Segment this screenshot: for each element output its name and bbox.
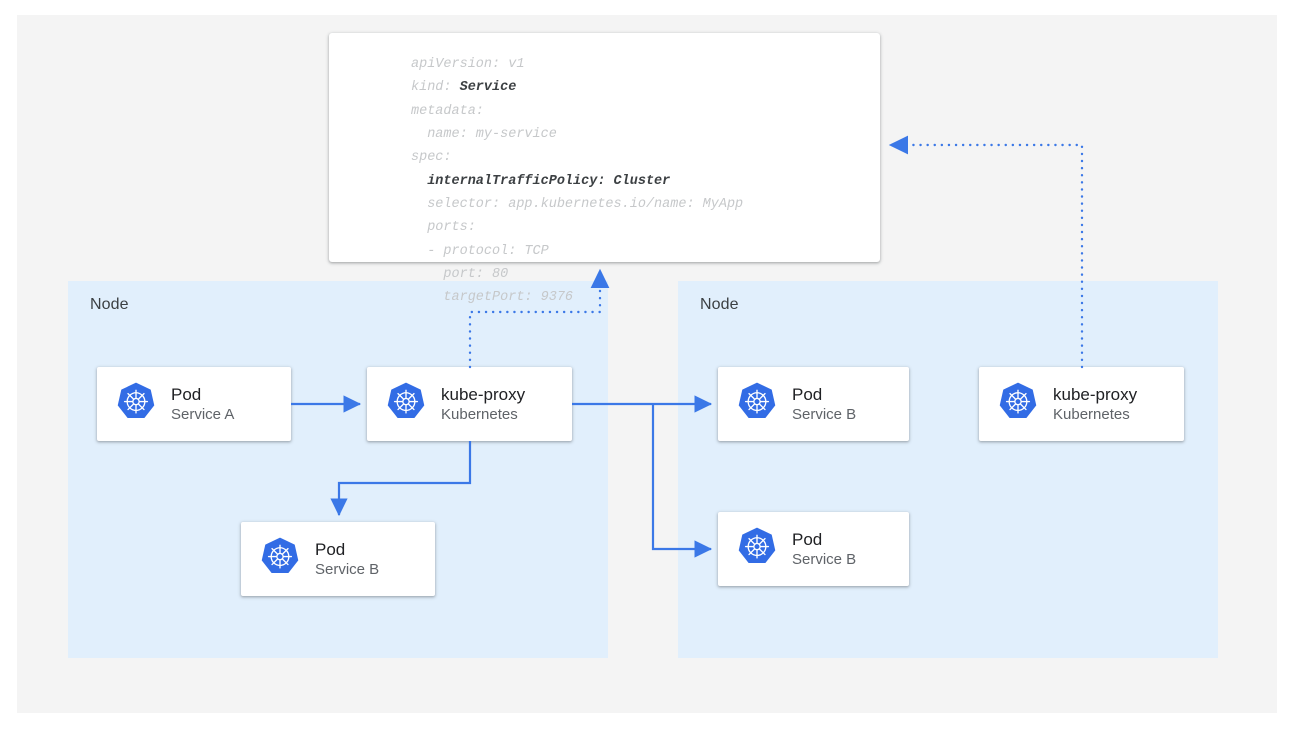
node-label-left: Node [90,296,129,313]
kubernetes-icon [736,526,778,573]
card-kube-proxy-right[interactable]: kube-proxy Kubernetes [979,367,1184,441]
node-label-right: Node [700,296,739,313]
card-pod-service-b-right-top[interactable]: Pod Service B [718,367,909,441]
card-title: Pod [792,384,823,404]
card-kube-proxy-left[interactable]: kube-proxy Kubernetes [367,367,572,441]
kubernetes-icon [385,381,427,428]
card-pod-service-b-left[interactable]: Pod Service B [241,522,435,596]
card-pod-service-a[interactable]: Pod Service A [97,367,291,441]
card-title: kube-proxy [441,384,526,404]
kubernetes-icon [259,536,301,583]
card-title: Pod [315,539,346,559]
card-subtitle: Service B [315,561,380,579]
kubernetes-icon [115,381,157,428]
card-subtitle: Service A [171,406,235,424]
card-subtitle: Service B [792,551,857,569]
card-subtitle: Kubernetes [441,406,518,424]
card-title: kube-proxy [1053,384,1138,404]
card-subtitle: Service B [792,406,857,424]
node-box-left: Node [68,281,608,658]
card-title: Pod [792,529,823,549]
kubernetes-icon [997,381,1039,428]
card-subtitle: Kubernetes [1053,406,1130,424]
node-box-right: Node [678,281,1218,658]
card-pod-service-b-right-bottom[interactable]: Pod Service B [718,512,909,586]
card-title: Pod [171,384,202,404]
kubernetes-icon [736,381,778,428]
